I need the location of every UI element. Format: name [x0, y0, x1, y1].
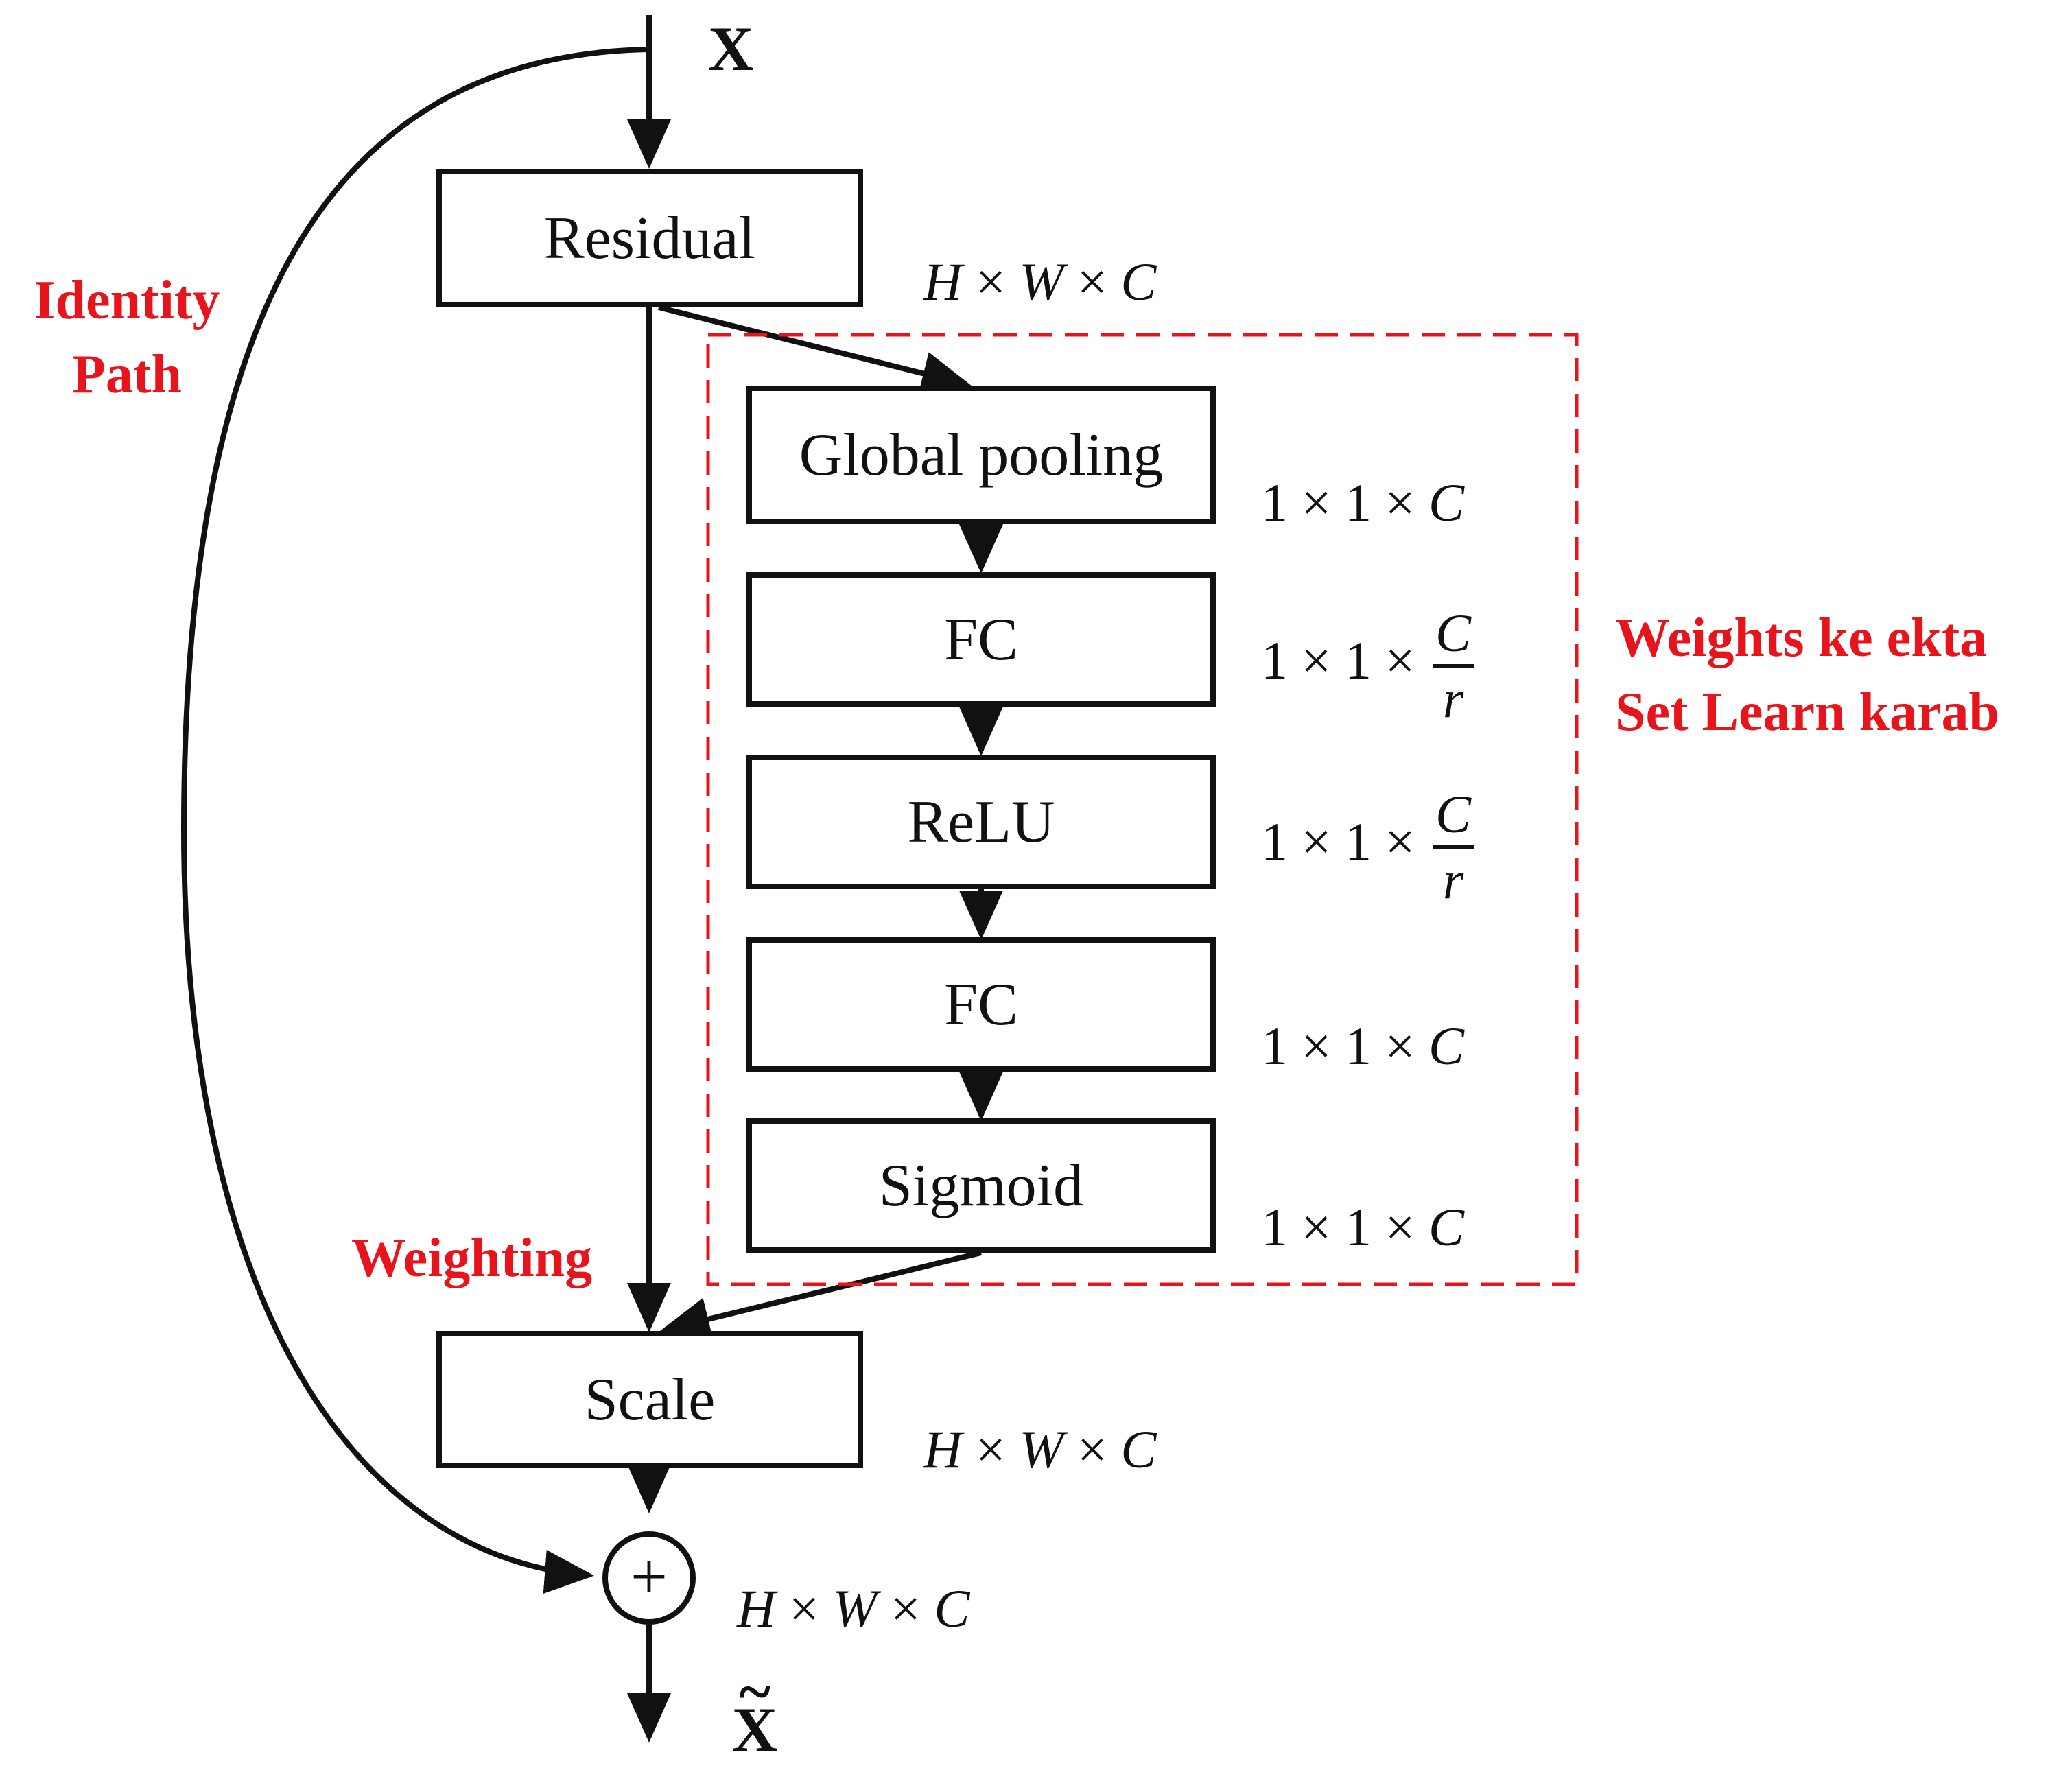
scale-block: Scale	[436, 1331, 863, 1468]
sigmoid-to-scale-arrow	[660, 1250, 982, 1341]
relu-label: ReLU	[907, 788, 1055, 856]
output-tilde: ~	[739, 1659, 770, 1725]
sigmoid-label: Sigmoid	[878, 1152, 1084, 1219]
sigmoid-block: Sigmoid	[746, 1118, 1216, 1253]
dim-scale-out: H × W × C	[923, 1419, 1157, 1479]
dim-sum-out: H × W × C	[737, 1579, 970, 1638]
fc1-label: FC	[944, 606, 1018, 673]
global-pooling-block: Global pooling	[746, 386, 1216, 524]
fc2-block: FC	[746, 937, 1216, 1072]
residual-block-label: Residual	[544, 204, 755, 272]
dim-sigmoid-out: 1 × 1 × C	[1261, 1197, 1465, 1257]
fc2-label: FC	[944, 971, 1018, 1038]
sum-symbol: +	[630, 1539, 668, 1613]
relu-block: ReLU	[746, 755, 1216, 889]
residual-block: Residual	[436, 169, 863, 307]
identity-path-annotation: Identity Path	[34, 270, 220, 405]
output-label: ~ X	[727, 1659, 782, 1766]
dim-residual-out: H × W × C	[923, 252, 1157, 311]
weighting-annotation: Weighting	[351, 1228, 593, 1288]
dim-pooling-out: 1 × 1 × C	[1261, 473, 1465, 532]
scale-label: Scale	[584, 1366, 716, 1433]
input-label: X	[708, 14, 754, 84]
fc1-block: FC	[746, 572, 1216, 707]
excitation-region-border	[706, 333, 1579, 1286]
residual-to-pooling-arrow	[658, 305, 972, 395]
weights-annotation: Weights ke ekta Set Learn karab	[1615, 608, 1999, 742]
global-pooling-label: Global pooling	[799, 421, 1164, 488]
identity-path-curve	[180, 47, 650, 1594]
dim-fc2-out: 1 × 1 × C	[1261, 1016, 1465, 1076]
